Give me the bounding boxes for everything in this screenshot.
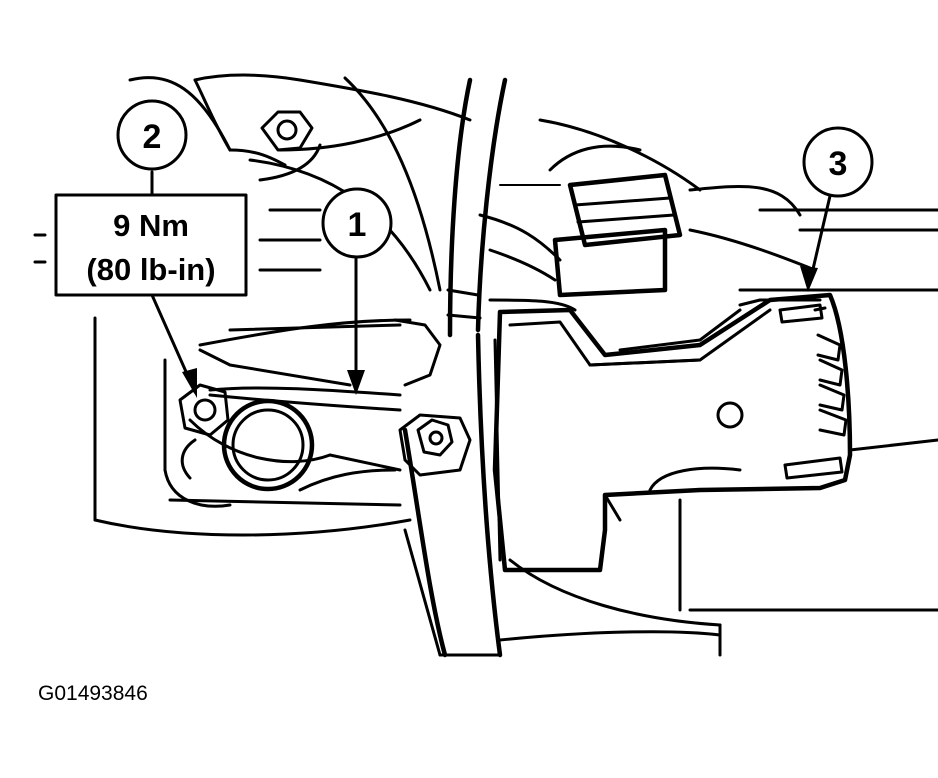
center-mounting-plate — [398, 413, 472, 477]
torque-metric: 9 Nm — [113, 208, 189, 243]
bracket-arm — [188, 318, 442, 492]
upper-stud-bolt — [228, 110, 322, 182]
figure-code: G01493846 — [38, 682, 148, 705]
callout-3-number: 3 — [829, 145, 848, 183]
callout-2: 2 — [116, 99, 188, 171]
background-structure — [33, 73, 938, 657]
leader-lines — [150, 170, 832, 394]
electrical-connector — [552, 172, 683, 298]
torque-spec-box: 9 Nm (80 lb-in) — [54, 193, 248, 297]
callout-1: 1 — [321, 187, 393, 259]
module-housing — [492, 292, 853, 573]
callout-3: 3 — [802, 126, 874, 198]
mounting-bolt — [178, 383, 230, 480]
callout-1-number: 1 — [348, 206, 367, 244]
arrowheads — [182, 266, 818, 398]
callout-2-number: 2 — [143, 118, 162, 156]
torque-imperial: (80 lb-in) — [86, 252, 215, 287]
vertical-cable — [402, 77, 508, 658]
